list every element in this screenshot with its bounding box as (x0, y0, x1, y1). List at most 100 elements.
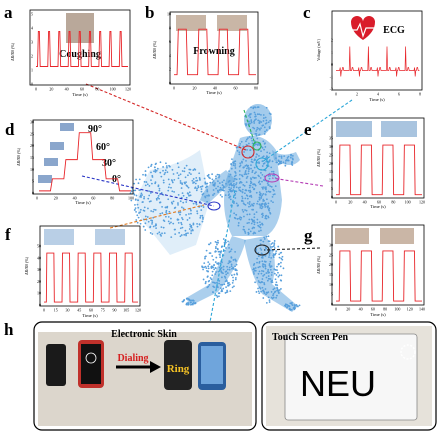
y-tick-g: 30 (329, 243, 333, 248)
ylabel-g: ΔR/R0 (%) (316, 255, 321, 274)
y-tick-f: 0 (39, 303, 41, 308)
y-tick-e: 35 (329, 136, 333, 141)
arm-photo-90 (60, 123, 74, 131)
x-tick-g: 140 (419, 307, 425, 312)
signal-trace-b (174, 28, 256, 76)
xlabel-g: Time (s) (370, 312, 386, 317)
y-tick-d: 0 (32, 191, 34, 196)
ylabel-f: ΔR/R0 (%) (24, 256, 29, 275)
x-tick-d: 20 (54, 196, 58, 201)
x-tick-c: 2 (356, 92, 358, 97)
x-tick-c: 4 (377, 92, 379, 97)
x-tick-a: 60 (80, 87, 84, 92)
plot-frame-d (32, 119, 134, 195)
y-tick-f: 50 (37, 244, 41, 249)
ylabel-a: ΔR/R0 (%) (10, 42, 15, 61)
y-tick-d: 25 (30, 131, 34, 136)
x-tick-d: 100 (128, 196, 134, 201)
y-tick-e: 25 (329, 152, 333, 157)
angle-0: 0° (112, 174, 121, 185)
y-tick-g: 15 (329, 272, 333, 277)
x-tick-a: 0 (35, 87, 37, 92)
x-tick-b: 40 (213, 86, 217, 91)
plot-frame-f (39, 225, 141, 307)
y-tick-c: 0 (331, 62, 333, 67)
x-tick-e: 80 (391, 200, 395, 205)
y-tick-a: 4 (31, 26, 33, 31)
y-tick-g: 20 (329, 262, 333, 267)
arm-photo-30 (44, 158, 58, 166)
xlabel-e: Time (s) (370, 204, 386, 209)
panel-letter-d: d (5, 120, 15, 139)
plot-frame-c (331, 10, 423, 91)
x-tick-f: 90 (113, 308, 117, 313)
x-tick-c: 8 (419, 92, 421, 97)
caption-coughing: Coughing (59, 49, 101, 60)
x-tick-c: 0 (335, 92, 337, 97)
x-tick-e: 60 (377, 200, 381, 205)
x-tick-e: 40 (363, 200, 367, 205)
y-tick-e: 20 (329, 161, 333, 166)
y-tick-b: 6 (169, 39, 171, 44)
x-tick-g: 100 (394, 307, 400, 312)
x-tick-e: 0 (335, 200, 337, 205)
y-tick-g: 5 (331, 292, 333, 297)
x-tick-f: 0 (43, 308, 45, 313)
y-tick-c: -2 (330, 87, 333, 92)
pen-demo-frame (261, 321, 437, 431)
x-tick-a: 40 (65, 87, 69, 92)
signal-trace-d (39, 132, 131, 192)
panel-letter-a: a (4, 3, 13, 22)
x-tick-c: 6 (398, 92, 400, 97)
ylabel-e: ΔR/R0 (%) (316, 148, 321, 167)
x-tick-d: 80 (110, 196, 114, 201)
ylabel-d: ΔR/R0 (%) (16, 147, 21, 166)
phone-3 (164, 340, 192, 390)
connector-lines (81, 83, 353, 323)
y-tick-d: 10 (30, 167, 34, 172)
x-tick-g: 0 (335, 307, 337, 312)
angle-90: 90° (88, 124, 102, 135)
y-tick-a: 1 (31, 68, 33, 73)
wrist-photo-1 (336, 121, 372, 137)
neu-handwriting: NEU (300, 363, 376, 404)
arm-photo-60 (50, 142, 64, 150)
signal-trace-c (336, 46, 420, 77)
ylabel-b: ΔR/R0 (%) (152, 40, 157, 59)
y-tick-d: 15 (30, 155, 34, 160)
signal-trace-f (44, 252, 138, 303)
angle-60: 60° (96, 142, 110, 153)
panel-letter-g: g (304, 226, 313, 245)
x-tick-b: 20 (193, 86, 197, 91)
x-tick-g: 40 (359, 307, 363, 312)
x-tick-b: 80 (254, 86, 258, 91)
y-tick-g: 10 (329, 282, 333, 287)
y-tick-c: 2 (331, 38, 333, 43)
y-tick-e: 30 (329, 144, 333, 149)
wrist-photo-2 (381, 121, 417, 137)
y-tick-g: 25 (329, 252, 333, 257)
panel-h: h Electronic Skin Dialing Ring Touch Scr… (4, 320, 437, 431)
y-tick-b: 8 (169, 25, 171, 30)
panel-letter-h: h (4, 320, 14, 339)
y-tick-e: 5 (331, 186, 333, 191)
finger-photo-2 (95, 229, 125, 245)
x-tick-g: 80 (383, 307, 387, 312)
panel-letter-f: f (5, 225, 11, 244)
x-tick-f: 30 (66, 308, 70, 313)
x-tick-f: 105 (123, 308, 129, 313)
plot-frame-b (169, 11, 259, 85)
y-tick-g: 0 (331, 302, 333, 307)
y-tick-a: 5 (31, 12, 33, 17)
xlabel-c: Time (s) (369, 97, 385, 102)
y-tick-e: 0 (331, 195, 333, 200)
phone-1 (46, 344, 66, 386)
marker-rings (207, 141, 280, 256)
x-tick-f: 120 (135, 308, 141, 313)
dial-ring-icon (85, 352, 97, 364)
frown-photo-1 (176, 15, 206, 31)
y-tick-d: 20 (30, 143, 34, 148)
